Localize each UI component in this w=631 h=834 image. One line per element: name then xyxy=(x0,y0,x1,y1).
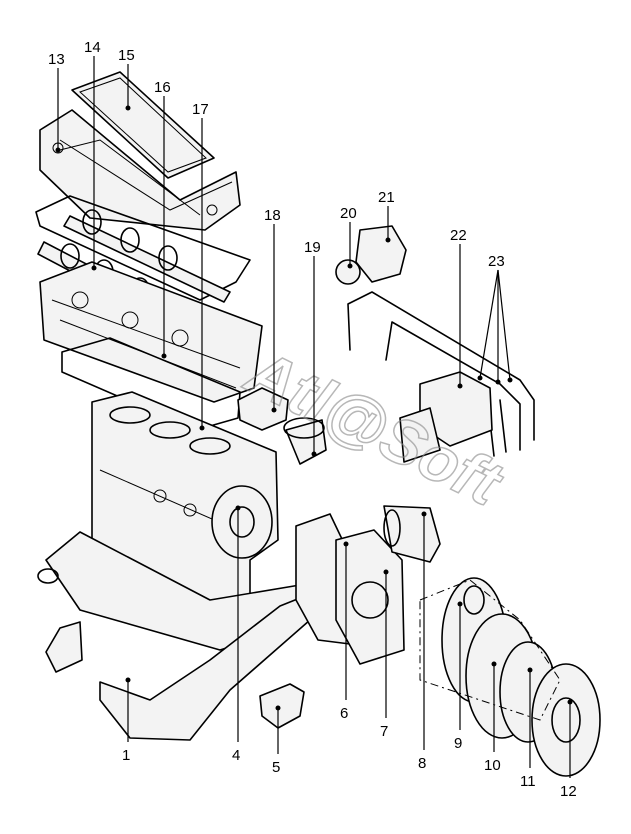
leader-lines xyxy=(57,56,571,778)
callout-9: 9 xyxy=(454,735,462,752)
water-outlet xyxy=(335,225,407,285)
rocker-cover-gasket xyxy=(71,71,215,179)
pressure-plate xyxy=(531,663,601,777)
cover-gasket xyxy=(35,195,251,301)
cylinder-head xyxy=(39,261,263,403)
callout-labels: 1 4 5 6 7 8 9 10 11 12 13 14 15 16 17 18… xyxy=(48,39,577,800)
head-gasket xyxy=(61,337,241,431)
leader-dots xyxy=(55,105,573,711)
mount-bracket-left xyxy=(45,621,83,673)
callout-13: 13 xyxy=(48,51,65,68)
callout-23: 23 xyxy=(488,253,505,270)
callout-6: 6 xyxy=(340,705,348,722)
callout-14: 14 xyxy=(84,39,101,56)
distributor xyxy=(399,371,493,463)
callout-10: 10 xyxy=(484,757,501,774)
callout-17: 17 xyxy=(192,101,209,118)
thermostat-housing xyxy=(237,387,289,431)
mount-bracket xyxy=(259,683,305,729)
callout-5: 5 xyxy=(272,759,280,776)
starter-motor xyxy=(383,505,441,563)
callout-21: 21 xyxy=(378,189,395,206)
callout-19: 19 xyxy=(304,239,321,256)
callout-1: 1 xyxy=(122,747,130,764)
callout-15: 15 xyxy=(118,47,135,64)
callout-20: 20 xyxy=(340,205,357,222)
callout-12: 12 xyxy=(560,783,577,800)
callout-22: 22 xyxy=(450,227,467,244)
callout-18: 18 xyxy=(264,207,281,224)
callout-8: 8 xyxy=(418,755,426,772)
rocker-cover xyxy=(39,109,241,231)
callout-16: 16 xyxy=(154,79,171,96)
timing-cover xyxy=(295,513,405,665)
callout-4: 4 xyxy=(232,747,240,764)
callout-7: 7 xyxy=(380,723,388,740)
callout-11: 11 xyxy=(520,773,536,790)
crank-pulley xyxy=(211,485,273,559)
